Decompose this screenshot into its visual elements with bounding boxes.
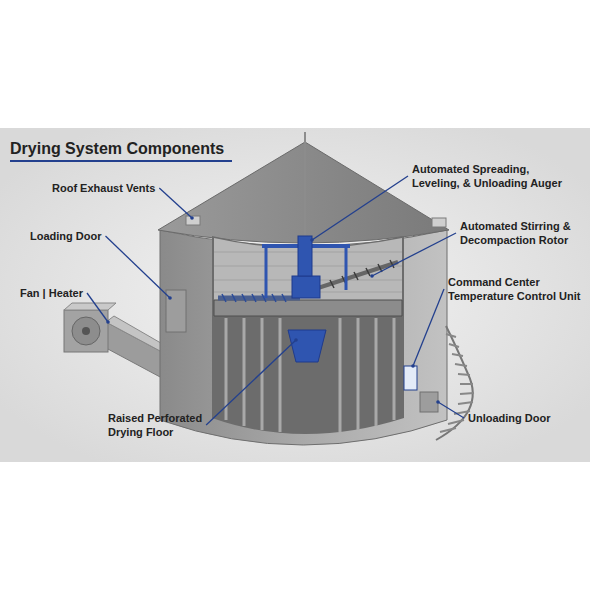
- callout-label: Automated Spreading, Leveling, & Unloadi…: [412, 162, 580, 190]
- leader-line: [413, 289, 444, 366]
- leader-line: [372, 233, 456, 276]
- roof-vent: [432, 218, 446, 227]
- leader-line: [312, 176, 408, 240]
- fan-grill: [72, 317, 100, 345]
- leader-line: [438, 402, 464, 418]
- leveling-auger: [218, 296, 300, 301]
- bin-wall: [160, 230, 447, 445]
- gearbox: [292, 276, 320, 298]
- leader-dot: [294, 338, 298, 342]
- callout-label: Raised Perforated Drying Floor: [108, 411, 218, 439]
- rotor-hub: [298, 236, 312, 276]
- leader-line: [159, 188, 192, 218]
- callout-label: Unloading Door: [468, 411, 578, 425]
- leader-dot: [168, 296, 172, 300]
- callout-label: Fan | Heater: [20, 286, 110, 300]
- roof-vent: [186, 216, 200, 225]
- bridge-leg-left: [265, 246, 268, 298]
- title-underline: [10, 160, 232, 162]
- rotor-arm: [318, 262, 398, 288]
- fan-box-top: [64, 303, 116, 310]
- rotor-flights: [330, 260, 394, 288]
- callout-label: Roof Exhaust Vents: [52, 181, 172, 195]
- leader-line: [206, 340, 296, 425]
- fan-box: [64, 310, 108, 352]
- callout-label: Loading Door: [30, 229, 130, 243]
- leader-dot: [310, 238, 314, 242]
- callout-label: Automated Stirring & Decompaction Rotor: [460, 219, 582, 247]
- leader-line: [106, 236, 171, 298]
- auger-flights: [222, 294, 286, 302]
- bridge-leg-right: [345, 246, 348, 290]
- unloading-door: [420, 392, 438, 412]
- floor-supports: [226, 318, 394, 432]
- callout-label: Command Center Temperature Control Unit: [448, 275, 586, 303]
- fan-hub: [82, 327, 90, 335]
- background-band: [0, 128, 590, 462]
- leader-dot: [411, 364, 415, 368]
- drying-floor: [214, 300, 402, 316]
- bin-roof: [158, 142, 449, 243]
- air-duct-top: [106, 316, 166, 352]
- leader-dot: [190, 216, 194, 220]
- leader-dot: [436, 400, 440, 404]
- control-unit: [404, 366, 417, 390]
- leader-line: [87, 293, 108, 322]
- cutaway-interior: [212, 236, 404, 434]
- leader-dot: [106, 320, 110, 324]
- diagram-title: Drying System Components: [10, 140, 224, 158]
- leader-dot: [370, 274, 374, 278]
- unloading-sump: [288, 330, 326, 362]
